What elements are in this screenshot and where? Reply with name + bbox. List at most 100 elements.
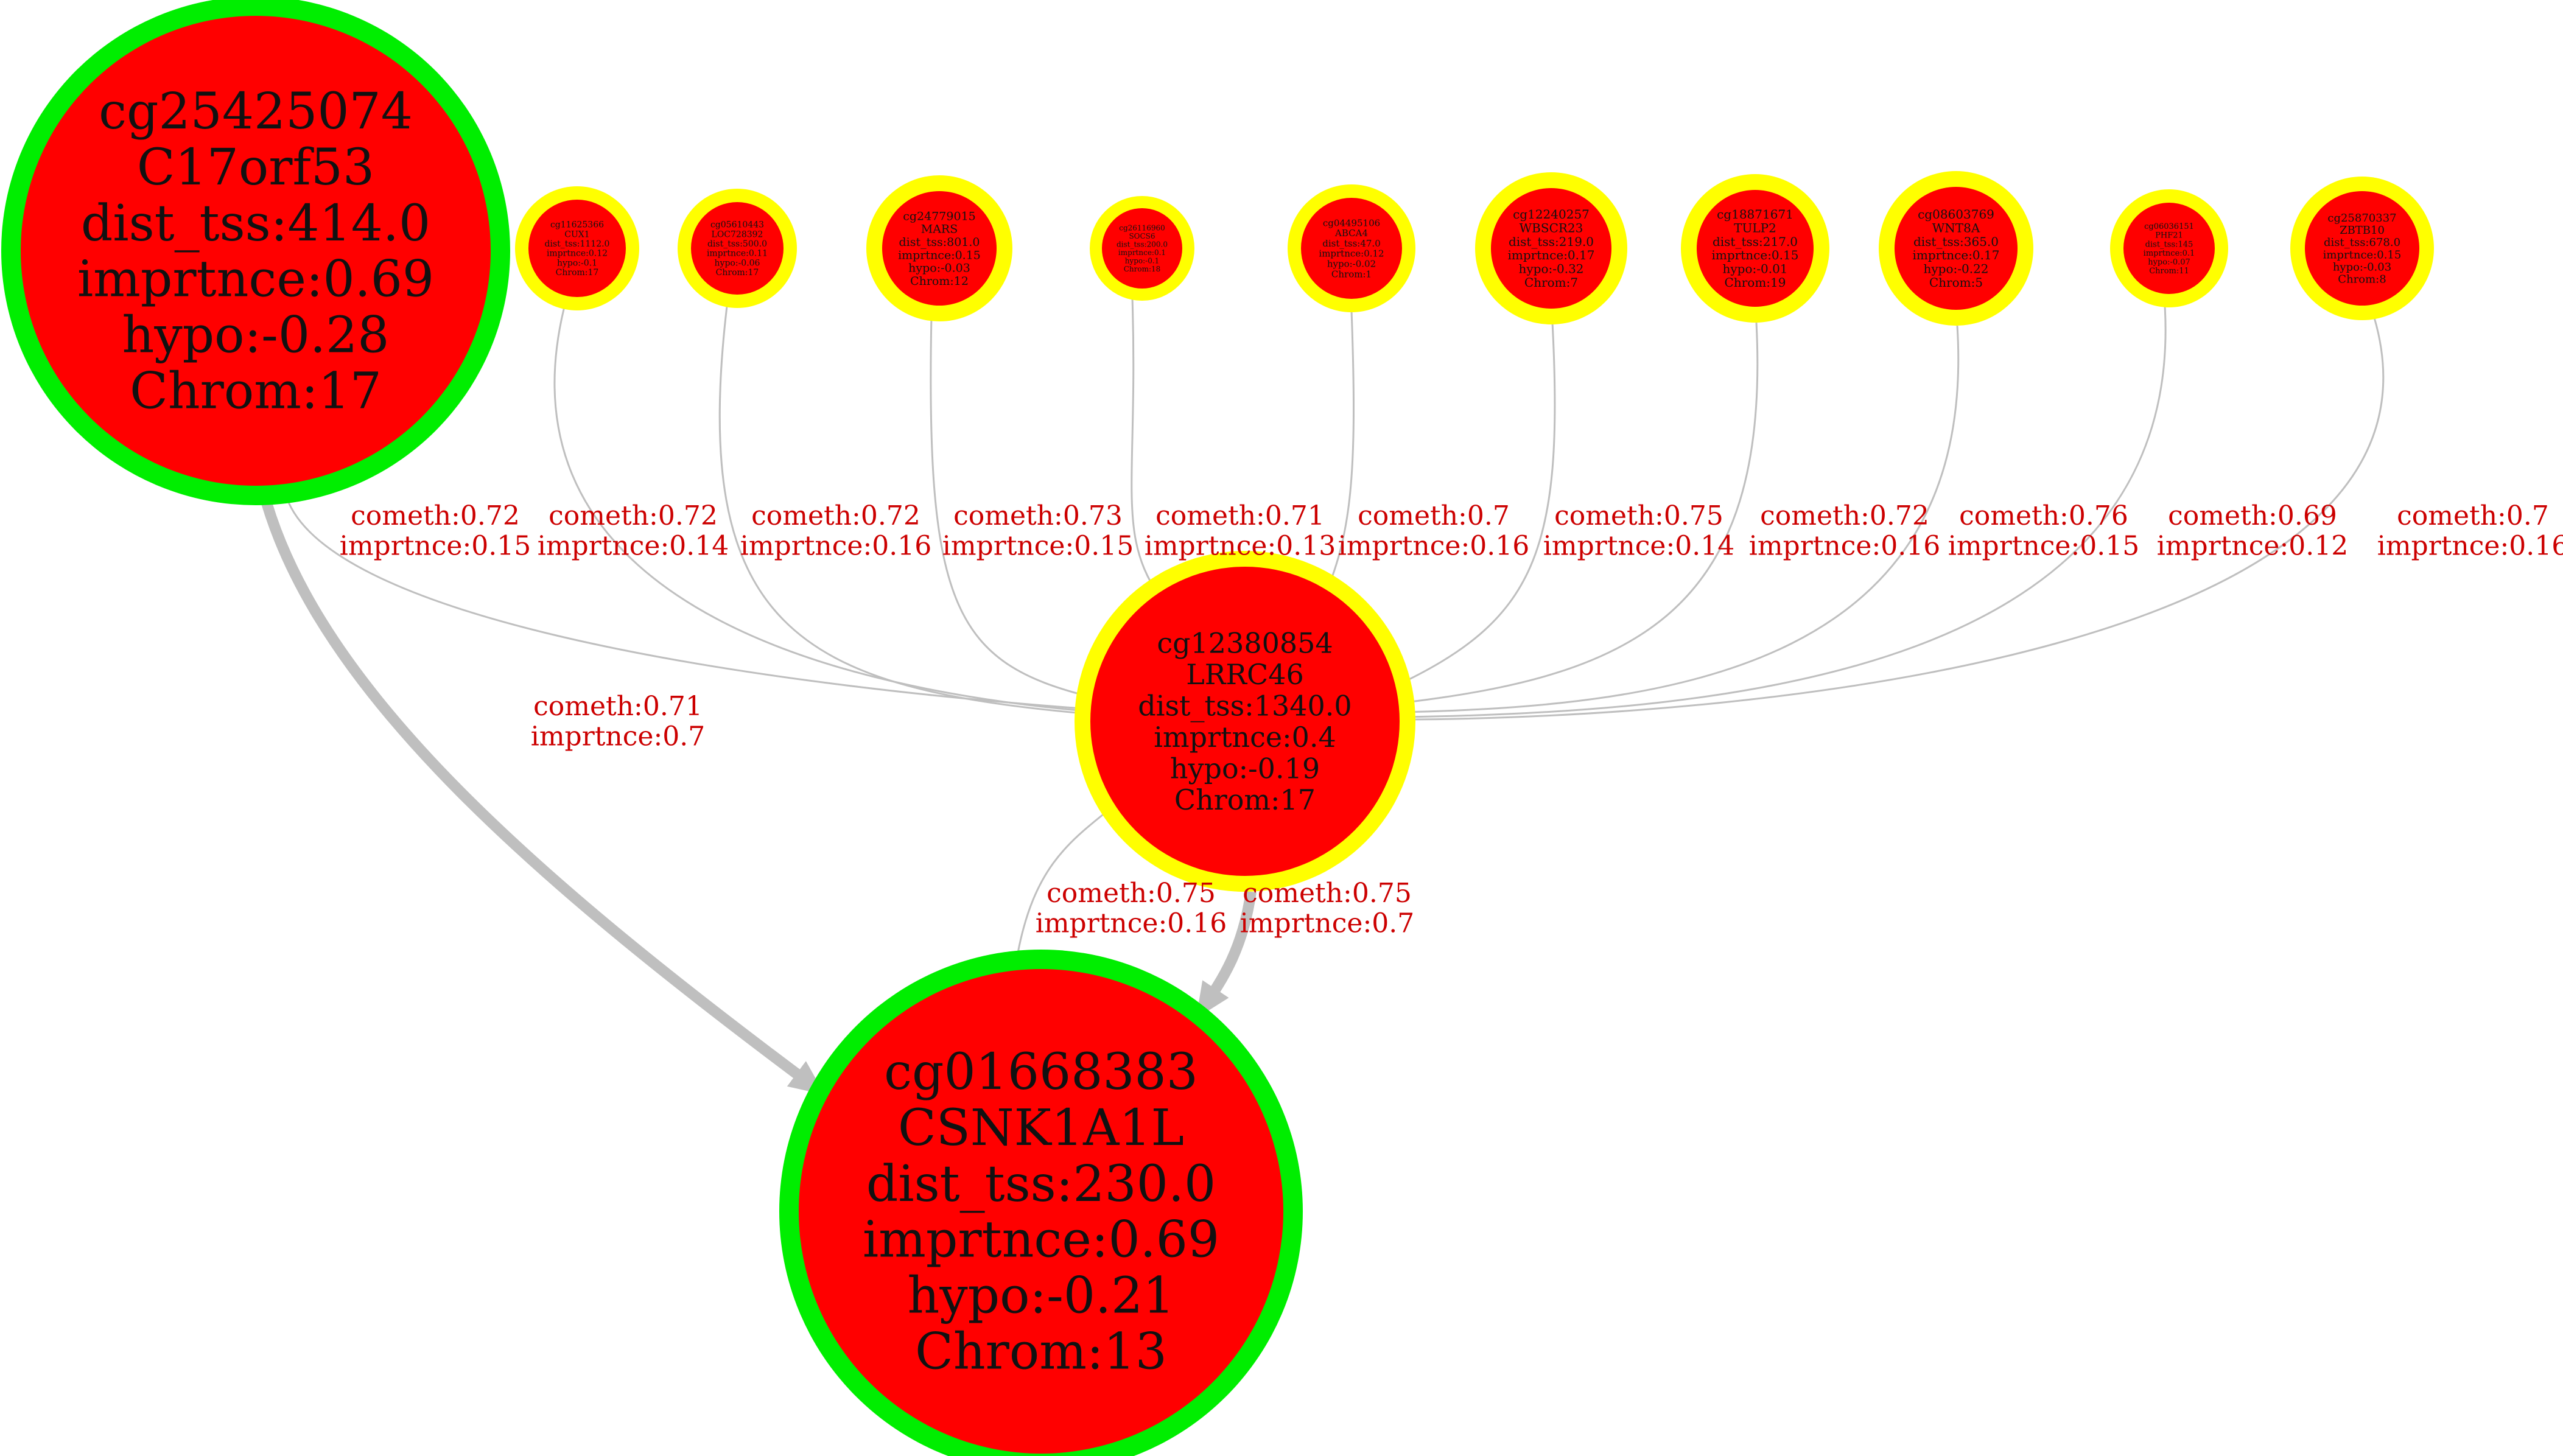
node-label-line: dist_tss:678.0 [2324, 236, 2400, 249]
node-label-line: LRRC46 [1186, 658, 1304, 691]
node-label-line: CSNK1A1L [898, 1099, 1184, 1157]
node-label-line: cg12240257 [1513, 207, 1590, 222]
edge-cg26116960-to-cg12380854 [1131, 298, 1165, 604]
node-label-line: imprtnce:0.1 [1118, 248, 1166, 257]
node-label-line: hypo:-0.32 [1518, 262, 1583, 276]
node-label-line: Chrom:11 [2149, 267, 2189, 276]
node-label-line: cg25870337 [2327, 212, 2396, 225]
edge-label-line: cometh:0.72 [751, 500, 920, 531]
edge-cg01668383-to-cg12380854 [1017, 803, 1117, 953]
node-label-line: MARS [921, 223, 958, 236]
node-label-line: imprtnce:0.17 [1508, 248, 1595, 262]
node-label-line: dist_tss:1112.0 [545, 239, 610, 249]
edge-label-line: imprtnce:0.13 [1145, 530, 1336, 561]
node-core [691, 202, 784, 295]
node-label-line: Chrom:17 [1174, 783, 1316, 816]
node-core [1301, 198, 1402, 299]
edge-label-line: imprtnce:0.15 [942, 530, 1134, 561]
node-label-line: hypo:-0.07 [2148, 257, 2190, 267]
edge-cg08603769-to-cg12380854 [1400, 325, 1960, 716]
node-label-line: Chrom:17 [716, 268, 759, 278]
node-core [1102, 208, 1182, 289]
node-label-line: CUX1 [564, 229, 589, 239]
edge-cg25870337-to-cg12380854 [1403, 317, 2385, 723]
node-label-line: cg24779015 [903, 209, 976, 223]
node-label-line: hypo:-0.03 [908, 262, 970, 275]
node-label-line: Chrom:17 [556, 268, 599, 278]
edge-label-line: imprtnce:0.15 [1948, 530, 2140, 561]
edge-cg12380854-to-cg01668383 [1193, 891, 1257, 1018]
edge-cg05610443-to-cg12380854 [718, 301, 1085, 716]
edge-cg18871671-to-cg12380854 [1399, 322, 1759, 706]
node-label-line: imprtnce:0.15 [898, 248, 981, 262]
node-label-line: imprtnce:0.12 [1319, 248, 1384, 259]
edge-label-line: cometh:0.75 [1243, 878, 1412, 909]
node-label-line: dist_tss:145 [2145, 240, 2193, 249]
edge-cg06036151-to-cg12380854 [1401, 306, 2167, 721]
node-label-line: TULP2 [1734, 220, 1776, 235]
edge-label-line: cometh:0.75 [1047, 878, 1216, 909]
node-core [882, 191, 997, 306]
node-label-line: hypo:-0.21 [908, 1267, 1175, 1325]
node-label-line: dist_tss:219.0 [1509, 234, 1594, 249]
node-label-line: Chrom:19 [1725, 275, 1786, 290]
node-label-line: imprtnce:0.11 [707, 249, 768, 259]
edges-layer [258, 298, 2385, 1097]
node-label-line: Chrom:8 [2338, 273, 2386, 286]
edge-label-line: cometh:0.7 [2397, 500, 2549, 531]
node-label-line: cg04495106 [1323, 217, 1380, 228]
edge-cg25425074-to-cg12380854 [284, 491, 1091, 713]
edge-label-line: imprtnce:0.16 [1338, 530, 1530, 561]
node-label-line: cg12380854 [1157, 626, 1333, 659]
node-label-line: dist_tss:47.0 [1322, 238, 1381, 249]
node-label-line: dist_tss:801.0 [899, 236, 980, 249]
node-core [1491, 188, 1611, 309]
node-label-line: imprtnce:0.12 [547, 249, 608, 259]
node-core [799, 969, 1283, 1454]
edge-label-line: imprtnce:0.14 [538, 530, 729, 561]
edge-label-line: cometh:0.71 [533, 691, 703, 722]
node-label-line: WBSCR23 [1520, 220, 1583, 235]
node-label-line: hypo:-0.1 [557, 258, 597, 268]
node-label-line: dist_tss:217.0 [1713, 234, 1798, 249]
edge-label-line: cometh:0.72 [351, 500, 520, 531]
node-label-line: cg08603769 [1918, 207, 1994, 222]
node-label-line: dist_tss:200.0 [1117, 240, 1168, 248]
node-label-line: Chrom:17 [130, 362, 382, 420]
edge-label-line: cometh:0.75 [1554, 500, 1723, 531]
node-label-line: hypo:-0.02 [1327, 258, 1376, 269]
edge-cg11625366-to-cg12380854 [553, 304, 1086, 714]
edge-label-line: imprtnce:0.16 [1036, 908, 1227, 939]
node-label-line: dist_tss:414.0 [81, 195, 430, 253]
node-label-line: imprtnce:0.4 [1154, 721, 1336, 754]
node-label-line: Chrom:12 [910, 275, 969, 288]
node-label-line: cg05610443 [710, 220, 764, 230]
edge-cg25425074-to-cg01668383 [258, 488, 826, 1097]
node-label-line: dist_tss:500.0 [707, 239, 767, 249]
